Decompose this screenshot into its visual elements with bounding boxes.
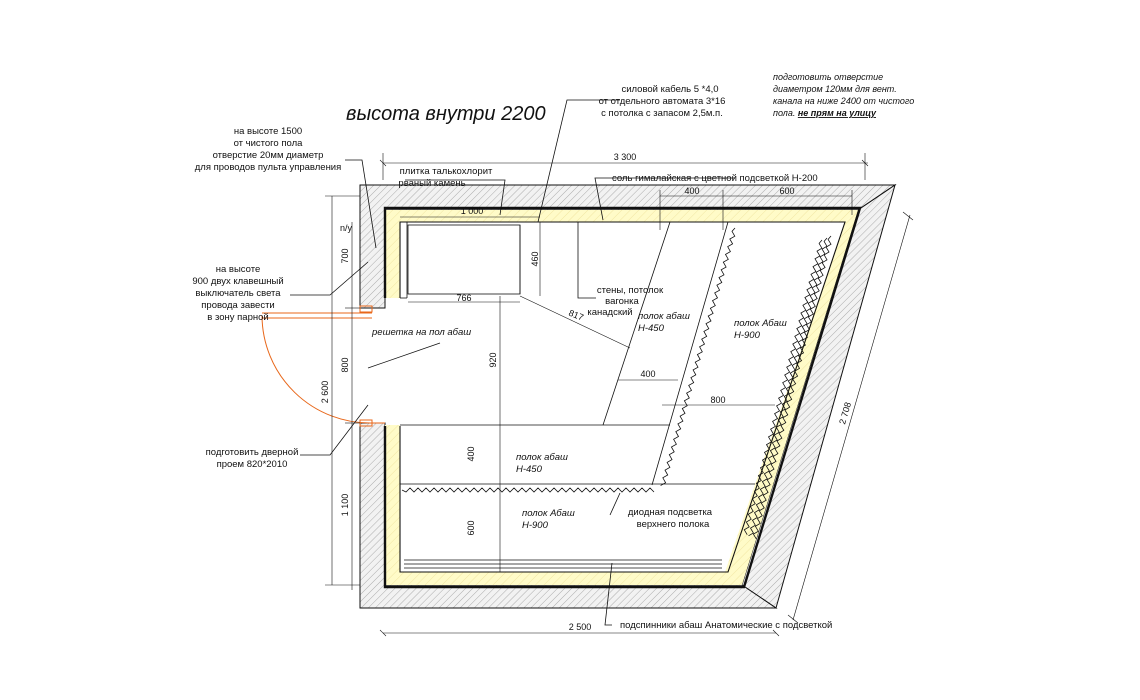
dim-top-400: 400 [684, 186, 699, 196]
tile-label-1: плитка талькохлорит [400, 166, 493, 177]
walls-label-2: вагонка [605, 296, 639, 307]
hole-label-2: от чистого пола [234, 138, 304, 149]
vent-note-4b: не прям на улицу [798, 108, 877, 118]
vent-note-2: диаметром 120мм для вент. [773, 84, 897, 94]
switch-label-1: на высоте [216, 264, 261, 275]
vent-note-4a: пола. [773, 108, 795, 118]
shelf-d-label-1: полок Абаш [522, 508, 575, 519]
dim-top-600: 600 [779, 186, 794, 196]
upper-shelves [602, 221, 832, 540]
shelf-c-label-1: полок абаш [516, 452, 568, 463]
page-title: высота внутри 2200 [346, 103, 546, 125]
cable-label-1: силовой кабель 5 *4,0 [621, 84, 718, 95]
walls-label-3: канадский [587, 307, 632, 318]
dim-400-mid: 400 [640, 369, 655, 379]
dim-left-1100: 1 100 [340, 494, 350, 517]
cable-label-3: с потолка с запасом 2,5м.п. [601, 108, 723, 119]
tile-label-2: рваный камень [398, 178, 465, 189]
shelf-b-label-1: полок Абаш [734, 318, 787, 329]
switch-label-4: провода завести [201, 300, 274, 311]
dim-600-low: 600 [466, 520, 476, 535]
dim-left-nly: n/y [340, 223, 353, 233]
switch-label-2: 900 двух клавешный [192, 276, 283, 287]
dim-left-700: 700 [340, 248, 350, 263]
door-label-2: проем 820*2010 [217, 459, 288, 470]
shelf-a-label-1: полок абаш [638, 311, 690, 322]
switch-label-3: выключатель света [195, 288, 281, 299]
door [261, 305, 385, 427]
stove-block [407, 224, 521, 295]
lower-shelves [400, 424, 755, 569]
dim-left-800: 800 [340, 357, 350, 372]
shelf-c-label-2: Н-450 [516, 464, 543, 475]
diode-label-2: верхнего полока [637, 519, 710, 530]
shelf-a-label-2: Н-450 [638, 323, 665, 334]
dimension-lines [325, 153, 914, 637]
salt-label: соль гималайская с цветной подсветкой Н-… [612, 173, 818, 184]
dim-400-low: 400 [466, 446, 476, 461]
walls-label-1: стены, потолок [597, 285, 664, 296]
dim-766: 766 [456, 293, 471, 303]
grate-label: решетка на пол абаш [371, 327, 471, 338]
dim-920: 920 [488, 352, 498, 367]
hole-label-3: отверстие 20мм диаметр [213, 150, 324, 161]
shelf-d-label-2: Н-900 [522, 520, 549, 531]
dim-diagonal: 2 708 [837, 401, 853, 425]
vent-note-3: канала на ниже 2400 от чистого [773, 96, 914, 106]
switch-label-5: в зону парной [207, 312, 268, 323]
cable-label-2: от отдельного автомата 3*16 [599, 96, 726, 107]
dim-817: 817 [567, 308, 585, 323]
shelf-b-label-2: Н-900 [734, 330, 761, 341]
vent-note-4: пола. не прям на улицу [773, 108, 877, 118]
dim-800-mid: 800 [710, 395, 725, 405]
door-label-1: подготовить дверной [206, 447, 299, 458]
dim-1000: 1 000 [461, 206, 484, 216]
leader-lines [290, 99, 735, 626]
vent-note-1: подготовить отверстие [773, 72, 883, 82]
dim-top-total: 3 300 [614, 152, 637, 162]
dim-bottom: 2 500 [569, 622, 592, 632]
dim-left-total: 2 600 [320, 381, 330, 404]
hole-label-1: на высоте 1500 [234, 126, 302, 137]
insulation-layer [385, 210, 858, 585]
headrests-label: подспинники абаш Анатомические с подсвет… [620, 620, 832, 631]
diode-label-1: диодная подсветка [628, 507, 713, 518]
dim-460: 460 [530, 251, 540, 266]
hole-label-4: для проводов пульта управления [195, 162, 342, 173]
